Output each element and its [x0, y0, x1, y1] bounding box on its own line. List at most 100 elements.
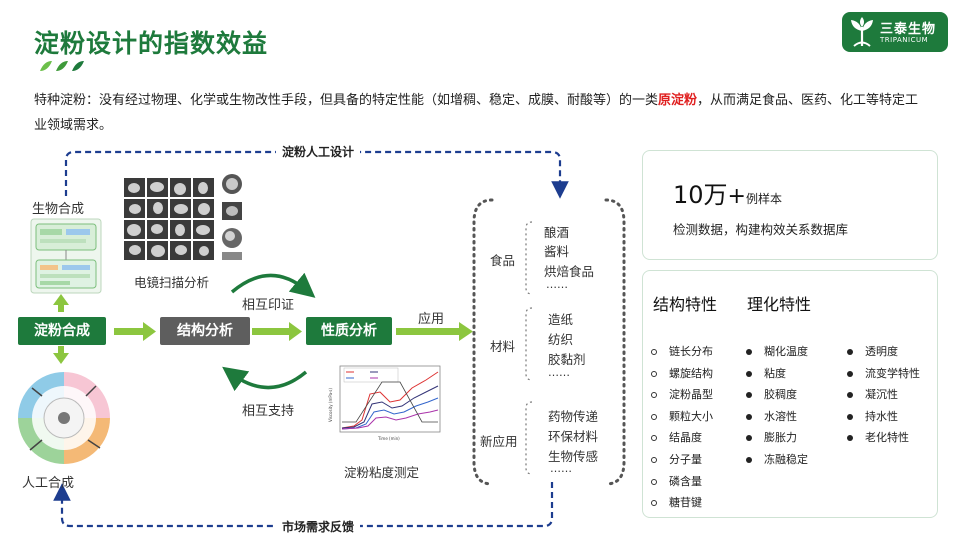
app-item: 酱料: [544, 244, 570, 259]
property-item: 水溶性: [746, 408, 808, 430]
viscosity-curve-image: Viscosity (mPa·s) Time (min): [328, 365, 441, 441]
property-item: 链长分布: [651, 343, 713, 365]
hollow-bullet-icon: [651, 500, 657, 507]
property-item: 颗粒大小: [651, 408, 713, 430]
app-item: 生物传感: [548, 449, 599, 464]
sem-label: 电镜扫描分析: [134, 275, 210, 290]
bio-pathway-image: [30, 218, 102, 294]
curve-mutual-support: [222, 366, 308, 392]
arrow-apply: [396, 322, 473, 341]
filled-bullet-icon: [746, 370, 752, 377]
app-group-new: 新应用: [480, 434, 518, 449]
plant-logo-icon: [851, 17, 873, 47]
logo-name-cn: 三泰生物: [880, 22, 937, 37]
hollow-bullet-icon: [651, 456, 657, 463]
viscosity-line-navy: [341, 385, 439, 429]
samples-number: 10万: [673, 181, 728, 209]
property-item: 磷含量: [651, 473, 713, 495]
properties-panel: 结构特性 理化特性 链长分布 螺旋结构 淀粉晶型 颗粒大小 结晶度 分子量 磷含…: [642, 270, 938, 518]
property-item: 粘度: [746, 365, 808, 387]
mutual-verify-label: 相互印证: [242, 298, 295, 313]
property-item: 分子量: [651, 451, 713, 473]
property-item: 凝沉性: [847, 386, 920, 408]
app-item: ……: [548, 366, 570, 379]
app-item: 烘焙食品: [544, 264, 595, 279]
sem-image-grid: [124, 178, 216, 262]
intro-paragraph: 特种淀粉：没有经过物理、化学或生物改性手段，但具备的特定性能（如增稠、稳定、成膜…: [34, 88, 924, 138]
leaf-decoration-icon: [40, 61, 84, 71]
filled-bullet-icon: [847, 370, 853, 377]
sem-micrographs-image: [124, 178, 216, 262]
samples-count: 10万+例样本: [673, 175, 782, 210]
hollow-bullet-icon: [651, 435, 657, 442]
starch-synthesis-box: 淀粉合成: [18, 317, 106, 345]
arrow-down-art: [53, 346, 69, 364]
filled-bullet-icon: [746, 456, 752, 463]
app-item: 药物传递: [548, 409, 599, 424]
property-analysis-box: 性质分析: [306, 317, 392, 345]
bottom-loop-label: 市场需求反馈: [276, 518, 361, 535]
app-group-material: 材料: [490, 339, 516, 354]
filled-bullet-icon: [847, 349, 853, 355]
arrow-up-bio: [53, 294, 69, 312]
filled-bullet-icon: [746, 349, 752, 355]
intro-text-before: 特种淀粉：没有经过物理、化学或生物改性手段，但具备的特定性能（如增稠、稳定、成膜…: [34, 93, 659, 108]
viscosity-axis-xlabel: Time (min): [377, 436, 400, 441]
top-loop-label: 淀粉人工设计: [276, 143, 361, 160]
property-item: 糊化温度: [746, 343, 808, 365]
property-item: 糖苷键: [651, 494, 713, 516]
viscosity-line-purple: [341, 409, 439, 430]
app-item: 胶黏剂: [548, 352, 586, 367]
apply-label: 应用: [418, 312, 445, 327]
newapp-group-bracket: [525, 401, 533, 475]
samples-unit: 例样本: [745, 192, 782, 206]
app-item: 酿酒: [544, 225, 570, 240]
curve-mutual-verify: [230, 272, 316, 298]
page-title: 淀粉设计的指数效益: [34, 29, 269, 58]
mutual-support-label: 相互支持: [242, 404, 295, 419]
app-item: 造纸: [548, 312, 574, 327]
material-group-bracket: [525, 307, 533, 381]
viscosity-label: 淀粉粘度测定: [344, 465, 420, 480]
structure-analysis-box: 结构分析: [160, 317, 250, 345]
property-item: 透明度: [847, 343, 920, 365]
intro-text-after: ，从而满足食品、医药、化工等特定工业领域需求。: [34, 93, 919, 133]
physchem-properties-list-1: 糊化温度 粘度 胶稠度 水溶性 膨胀力 冻融稳定: [746, 343, 808, 473]
property-item: 膨胀力: [746, 429, 808, 451]
app-item: ……: [546, 278, 568, 291]
filled-bullet-icon: [847, 413, 853, 420]
filled-bullet-icon: [847, 392, 853, 399]
temperature-line: [342, 381, 438, 423]
sem-detail-images: [222, 174, 242, 260]
arrow-starch-structure: [114, 322, 156, 341]
viscosity-line-red: [341, 371, 439, 429]
property-item: 淀粉晶型: [651, 386, 713, 408]
app-item: 纺织: [548, 332, 574, 347]
hollow-bullet-icon: [651, 370, 657, 377]
physchem-properties-list-2: 透明度 流变学特性 凝沉性 持水性 老化特性: [847, 343, 920, 451]
arrow-structure-property: [252, 322, 302, 341]
intro-highlight: 原淀粉: [658, 93, 698, 108]
filled-bullet-icon: [746, 413, 752, 420]
property-item: 老化特性: [847, 429, 920, 451]
property-item: 螺旋结构: [651, 365, 713, 387]
structure-properties-list: 链长分布 螺旋结构 淀粉晶型 颗粒大小 结晶度 分子量 磷含量 糖苷键: [651, 343, 713, 516]
property-item: 结晶度: [651, 429, 713, 451]
property-item: 持水性: [847, 408, 920, 430]
samples-plus: +: [727, 184, 746, 209]
filled-bullet-icon: [746, 392, 752, 399]
property-item: 冻融稳定: [746, 451, 808, 473]
bio-synthesis-label: 生物合成: [32, 202, 85, 217]
application-bracket: [472, 198, 626, 486]
viscosity-line-blue: [341, 397, 439, 430]
filled-bullet-icon: [847, 435, 853, 442]
viscosity-axis-ylabel: Viscosity (mPa·s): [328, 388, 333, 422]
samples-desc: 检测数据，构建构效关系数据库: [673, 222, 849, 237]
brand-logo: 三泰生物 TRIPANICUM: [842, 12, 948, 52]
hollow-bullet-icon: [651, 478, 657, 485]
logo-name-en: TRIPANICUM: [880, 36, 929, 44]
food-group-bracket: [525, 221, 533, 295]
app-item: ……: [550, 462, 572, 475]
hollow-bullet-icon: [651, 349, 657, 355]
samples-panel: 10万+例样本 检测数据，构建构效关系数据库: [642, 150, 938, 260]
